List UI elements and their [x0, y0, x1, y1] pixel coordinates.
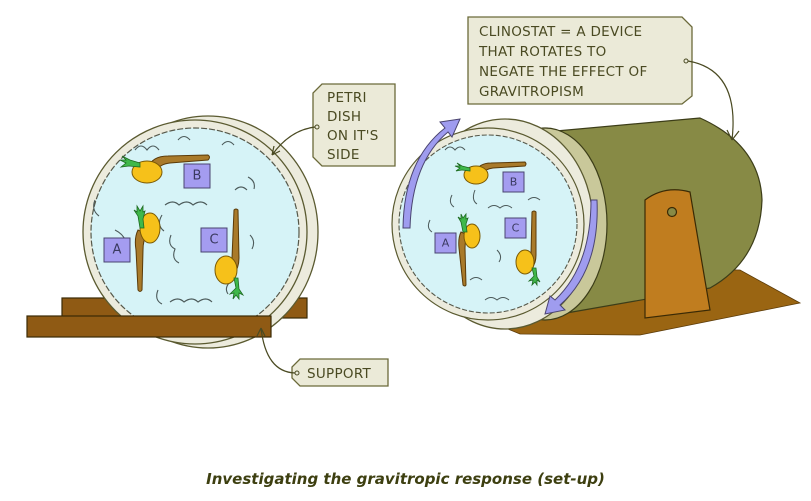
tag-b: B — [183, 163, 211, 189]
petri-dish-label-line-1: PETRI — [327, 90, 367, 106]
right-setup: B A C CLINOSTAT = A DEVICE — [391, 16, 802, 336]
clinostat-tag-a: A — [434, 232, 457, 254]
clinostat-tag-c-letter: C — [512, 222, 520, 235]
support-label: SUPPORT — [291, 358, 389, 387]
clinostat-tag-b-letter: B — [510, 176, 518, 189]
clinostat-tag-a-letter: A — [442, 237, 450, 250]
clinostat-seedling-c — [515, 210, 541, 287]
tag-a: A — [103, 237, 131, 263]
clinostat-label-line-2: THAT ROTATES TO — [478, 44, 607, 60]
rotation-arrow-upper — [402, 118, 461, 229]
seed — [515, 249, 535, 275]
petri-dish-pointer-arrow — [271, 126, 316, 156]
petri-dish-label: PETRI DISH ON IT'S SIDE — [312, 83, 396, 167]
shoot — [133, 204, 146, 229]
tag-c: C — [200, 227, 228, 253]
clinostat-tag-c: C — [504, 217, 527, 239]
support-front-board — [26, 315, 272, 338]
shoot — [228, 277, 245, 301]
left-setup: B A C PETRI DISH ON — [26, 83, 396, 387]
support-label-text: SUPPORT — [307, 366, 372, 382]
seedling-b — [119, 154, 210, 184]
clinostat-label-line-1: CLINOSTAT = A DEVICE — [479, 24, 642, 40]
clinostat-seedling-a — [457, 212, 481, 287]
petri-dish-label-line-4: SIDE — [327, 147, 360, 163]
clinostat-label-line-4: GRAVITROPISM — [479, 84, 584, 100]
root — [147, 154, 210, 172]
clinostat-tag-b: B — [502, 171, 525, 193]
petri-dish-label-line-2: DISH — [327, 109, 361, 125]
rotation-arrow-lower — [544, 199, 598, 315]
clinostat-bracket — [644, 189, 711, 319]
shoot — [119, 155, 141, 168]
tag-b-letter: B — [193, 169, 202, 184]
shoot — [527, 267, 541, 287]
petri-dish-label-line-3: ON IT'S — [327, 128, 379, 144]
tag-a-letter: A — [113, 243, 122, 258]
shoot — [457, 212, 469, 233]
clinostat-seedling-b — [454, 161, 527, 185]
support-pointer-arrow — [256, 327, 296, 374]
shoot — [454, 162, 471, 172]
clinostat-label: CLINOSTAT = A DEVICE THAT ROTATES TO NEG… — [467, 16, 693, 105]
clinostat-cotton-wool — [398, 134, 578, 314]
seed — [214, 255, 238, 285]
figure-caption: Investigating the gravitropic response (… — [206, 470, 605, 488]
clinostat-cotton-texture — [427, 146, 541, 301]
bracket-pivot-hole — [666, 206, 678, 218]
seedling-a — [133, 204, 161, 292]
seedling-c — [214, 208, 245, 301]
clinostat-pointer-arrow — [687, 60, 740, 141]
clinostat-label-line-3: NEGATE THE EFFECT OF — [479, 64, 648, 80]
seed — [463, 223, 481, 249]
tag-c-letter: C — [209, 233, 218, 248]
